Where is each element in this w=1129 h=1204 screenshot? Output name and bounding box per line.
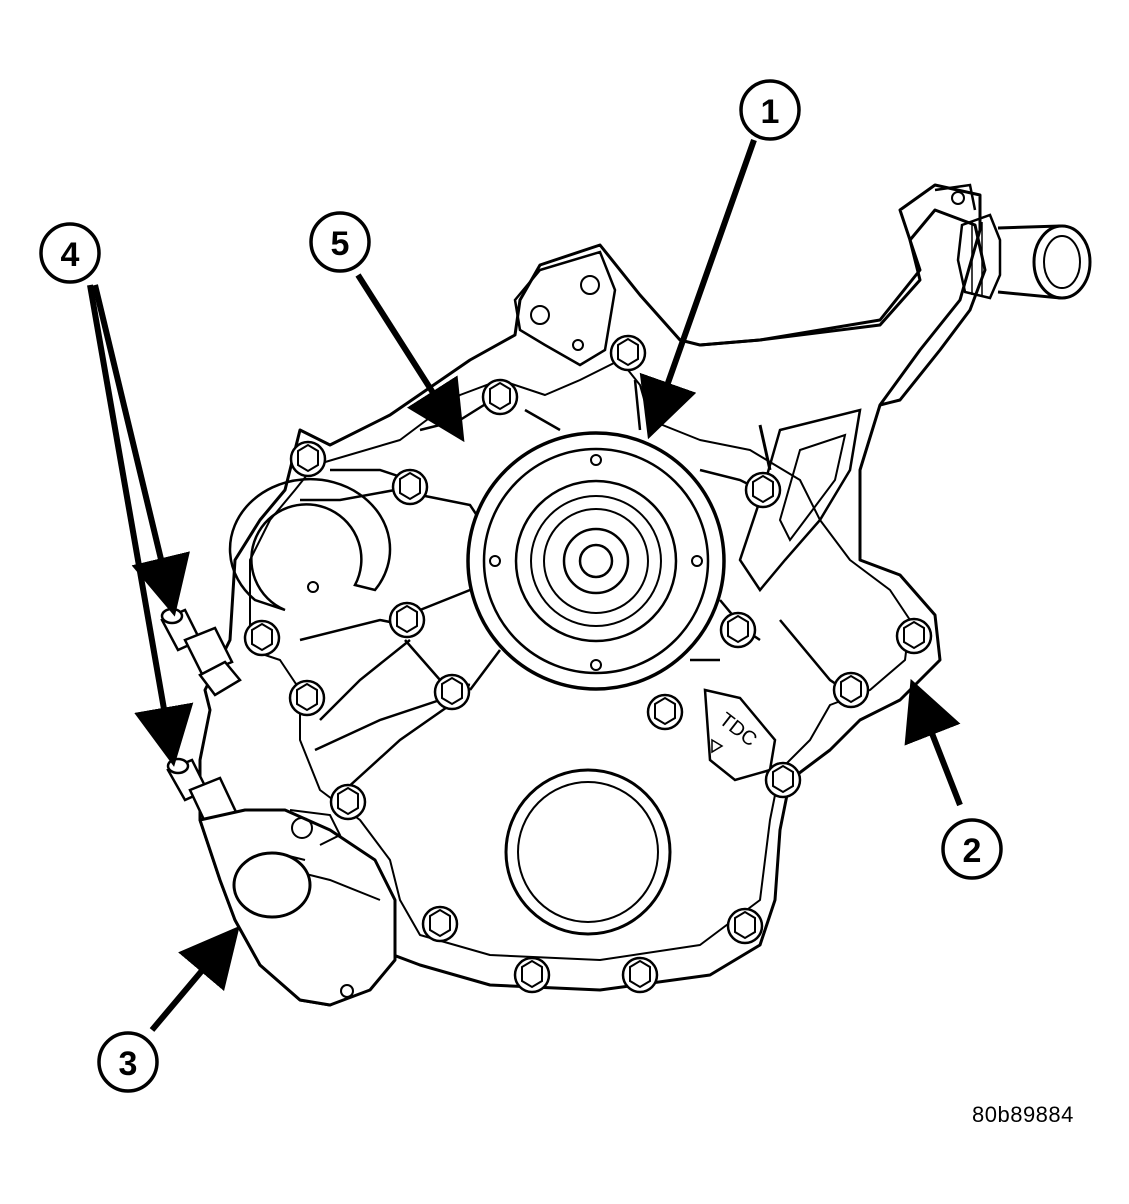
bolt	[481, 378, 519, 416]
callout-4: 4	[39, 222, 194, 767]
bolt	[621, 956, 659, 994]
left-pocket	[228, 477, 392, 612]
water-pump-pulley	[466, 431, 726, 691]
bolt	[243, 619, 281, 657]
outlet-pipe	[699, 208, 987, 407]
callout-2-label: 2	[963, 832, 982, 870]
outlet-hex-fitting	[956, 213, 1002, 300]
cover-bolts	[243, 334, 933, 994]
bolt	[764, 761, 802, 799]
right-strut	[738, 408, 862, 593]
callout-5-label: 5	[331, 225, 350, 263]
callout-1: 1	[639, 79, 801, 440]
bolt	[719, 611, 757, 649]
bolt	[289, 440, 327, 478]
bolt	[388, 601, 426, 639]
callout-4-label: 4	[61, 236, 80, 274]
bolt	[609, 334, 647, 372]
crankshaft-seal-bore	[504, 768, 672, 936]
bolt	[433, 673, 471, 711]
bolt	[744, 471, 782, 509]
water-inlet-housing	[198, 808, 397, 1007]
bolt	[329, 783, 367, 821]
bolt	[646, 693, 684, 731]
bolt	[832, 671, 870, 709]
bolt	[421, 905, 459, 943]
callout-3: 3	[97, 925, 240, 1093]
callout-2: 2	[904, 678, 1003, 880]
upper-bracket	[513, 250, 617, 367]
bolt	[895, 617, 933, 655]
bolt	[726, 907, 764, 945]
bolt	[513, 956, 551, 994]
figure-id: 80b89884	[972, 1102, 1074, 1127]
callout-3-label: 3	[119, 1045, 138, 1083]
callout-5: 5	[309, 211, 465, 443]
bolt	[391, 468, 429, 506]
bolt	[288, 679, 326, 717]
callout-1-label: 1	[761, 93, 780, 131]
